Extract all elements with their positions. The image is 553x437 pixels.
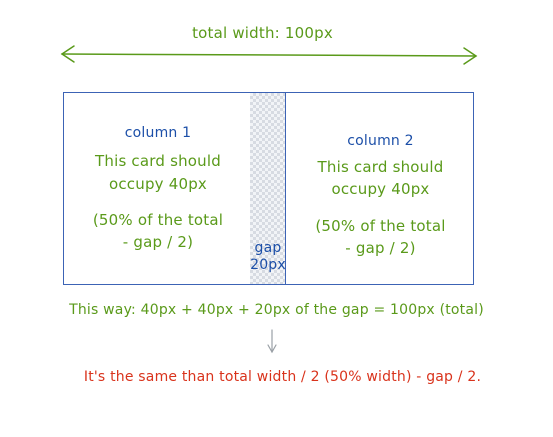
total-width-label: total width: 100px (192, 24, 333, 42)
column-1-line-1: This card should (95, 152, 221, 170)
column-2-card: column 2 This card should occupy 40px (5… (285, 92, 474, 285)
column-2-line-3: (50% of the total (315, 217, 446, 235)
gap-label: gap (254, 240, 282, 256)
conclusion-text: It's the same than total width / 2 (50% … (83, 369, 482, 385)
column-1-line-3: (50% of the total (92, 211, 224, 229)
column-2-line-1: This card should (317, 158, 444, 176)
gap-size-label: 20px (250, 257, 286, 273)
total-width-arrow (60, 45, 478, 65)
column-2-title: column 2 (347, 133, 414, 149)
column-1-card: column 1 This card should occupy 40px (5… (63, 92, 251, 285)
column-2-line-4: - gap / 2) (345, 239, 416, 257)
column-2-line-2: occupy 40px (331, 180, 430, 198)
column-1-line-4: - gap / 2) (122, 233, 194, 251)
column-1-title: column 1 (124, 125, 192, 141)
column-1-line-2: occupy 40px (108, 175, 208, 193)
summary-equation: This way: 40px + 40px + 20px of the gap … (69, 302, 484, 318)
gap-block (250, 92, 286, 285)
down-arrow (267, 329, 277, 354)
